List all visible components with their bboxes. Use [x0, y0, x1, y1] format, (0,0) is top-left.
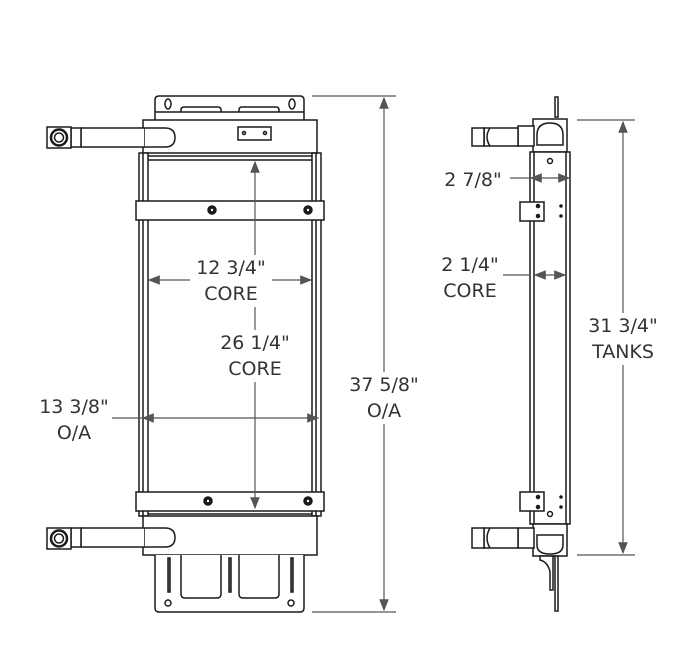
tanks-height-value: 31 3/4" [588, 315, 658, 337]
tanks-height-caption: TANKS [592, 341, 654, 363]
core-height-value: 26 1/4" [220, 332, 290, 354]
core-depth-label: 2 1/4" CORE [436, 252, 504, 304]
top-strap [135, 200, 325, 221]
core-depth-caption: CORE [443, 280, 497, 302]
overall-height-value: 37 5/8" [349, 374, 419, 396]
overall-width-caption: O/A [56, 422, 92, 444]
overall-width-value: 13 3/8" [39, 396, 109, 418]
tank-depth-value: 2 7/8" [444, 169, 502, 191]
overall-width-label: 13 3/8" O/A [34, 394, 114, 446]
overall-height-caption: O/A [366, 400, 402, 422]
bottom-pipe [80, 527, 146, 548]
front-view [46, 95, 325, 613]
core-height-caption: CORE [228, 358, 282, 380]
tank-depth-label: 2 7/8" [437, 167, 509, 193]
tanks-height-label: 31 3/4" TANKS [582, 313, 664, 365]
core-depth-value: 2 1/4" [441, 254, 499, 276]
bottom-strap [135, 491, 325, 512]
core-width-value: 12 3/4" [196, 257, 266, 279]
top-pipe [80, 127, 146, 148]
core-width-caption: CORE [204, 283, 258, 305]
overall-height-label: 37 5/8" O/A [342, 372, 426, 424]
core-width-label: 12 3/4" CORE [190, 255, 272, 307]
core-height-label: 26 1/4" CORE [212, 330, 298, 382]
side-core [529, 151, 571, 525]
top-bracket [154, 95, 305, 120]
side-view [471, 96, 571, 612]
